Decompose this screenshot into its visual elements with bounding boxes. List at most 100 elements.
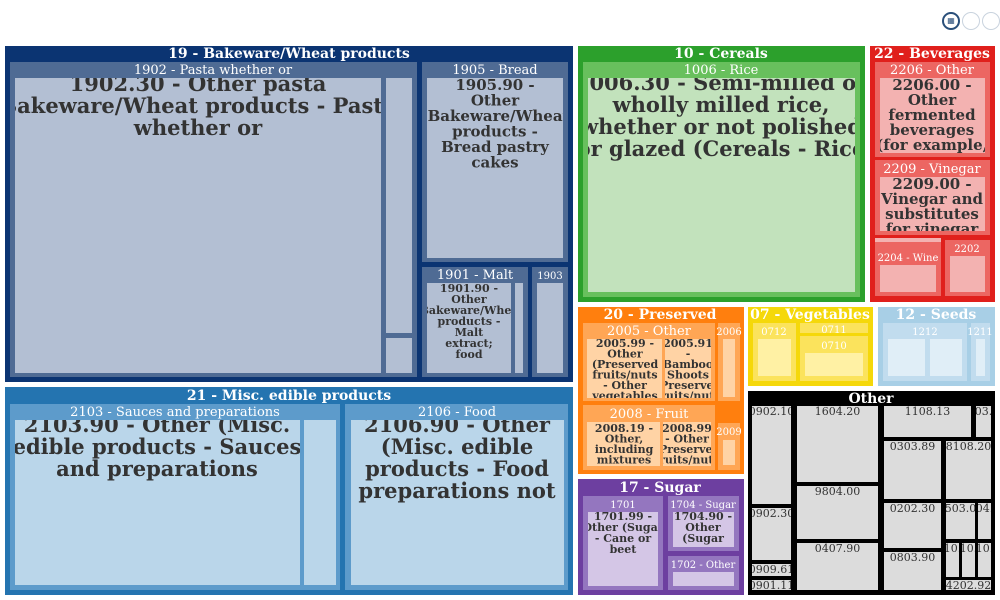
leaf-tile-0710[interactable] xyxy=(805,353,863,376)
leaf-tile-other[interactable] xyxy=(978,543,991,577)
leaf-label: 2005.91 xyxy=(663,337,713,350)
leaf-label: 2008.19 - xyxy=(595,422,653,435)
leaf-tile-other[interactable] xyxy=(946,580,991,590)
leaf-tile-1902-30[interactable] xyxy=(15,78,381,373)
leaf-tile-2103-90[interactable] xyxy=(15,420,300,585)
leaf-tile-2005-99[interactable] xyxy=(587,339,662,398)
leaf-tile-other[interactable] xyxy=(752,508,791,560)
leaf-label: 2005.99 - xyxy=(596,337,654,350)
leaf-label: - Other xyxy=(603,379,647,392)
leaf-label: mixtures xyxy=(597,454,651,467)
leaf-tile-other[interactable] xyxy=(797,486,878,539)
leaf-tile-2008-19[interactable] xyxy=(587,422,660,466)
leaf-tile-other[interactable] xyxy=(884,552,941,590)
leaf-label: 0503.00 xyxy=(938,502,984,515)
leaf-label: 0910.11 xyxy=(930,542,976,555)
leaf-tile-0712[interactable] xyxy=(758,339,791,376)
leaf-tile-1701-99[interactable] xyxy=(588,512,658,586)
leaf-label: products - Food xyxy=(365,456,549,481)
leaf-tile-1212-b[interactable] xyxy=(930,339,962,376)
leaf-tile-other[interactable] xyxy=(884,503,941,548)
chart-toolbar: ▦ xyxy=(942,12,1000,30)
leaf-tile-1901-b[interactable] xyxy=(515,283,523,373)
leaf-tile-2206-00[interactable] xyxy=(880,78,985,153)
leaf-tile-other[interactable] xyxy=(946,441,991,499)
leaf-tile-2204[interactable] xyxy=(880,265,936,292)
leaf-tile-2009[interactable] xyxy=(723,440,735,465)
leaf-label: 1604.20 xyxy=(815,405,861,418)
leaf-tile-2106-90[interactable] xyxy=(351,420,564,585)
leaf-label: 1701.99 - xyxy=(594,510,652,523)
leaf-label: (Bakeware/Wheat xyxy=(421,107,570,125)
leaf-tile-other[interactable] xyxy=(962,543,975,577)
leaf-label: Malt xyxy=(455,326,484,339)
leaf-label: 9804.00 xyxy=(815,485,861,498)
leaf-tile-other[interactable] xyxy=(976,406,991,437)
leaf-tile-other[interactable] xyxy=(752,564,791,576)
leaf-tile-other[interactable] xyxy=(884,406,971,437)
leaf-tile-2005-91[interactable] xyxy=(665,339,711,398)
leaf-tile-1901-90[interactable] xyxy=(427,283,511,373)
leaf-label: 2209.00 - xyxy=(892,175,971,193)
subgroup-label: 1212 xyxy=(912,327,937,338)
leaf-label: 2008.99 xyxy=(662,422,712,435)
leaf-label: 0910.91 xyxy=(962,542,1000,555)
subgroup-label: 2005 - Other xyxy=(607,324,692,339)
leaf-tile-2008-99[interactable] xyxy=(663,422,711,466)
leaf-label: Other xyxy=(451,293,487,306)
leaf-label: Vinegar and xyxy=(880,190,983,208)
subgroup-tile-0711[interactable] xyxy=(800,323,868,333)
leaf-tile-2006[interactable] xyxy=(723,339,735,397)
leaf-label: 0910.12 xyxy=(946,542,992,555)
subgroup-label: 2103 - Sauces and preparations xyxy=(70,405,280,420)
leaf-tile-other[interactable] xyxy=(752,580,791,590)
leaf-tile-2103-b[interactable] xyxy=(304,420,336,585)
leaf-label: 8108.20 xyxy=(946,440,992,453)
group-label: 19 - Bakeware/Wheat products xyxy=(168,46,410,62)
subgroup-label: 2202 xyxy=(954,244,979,255)
leaf-label: (Preserved xyxy=(654,443,721,456)
leaf-label: vegetables xyxy=(591,390,657,403)
leaf-label: 2206.00 - xyxy=(892,76,971,94)
leaf-tile-1903[interactable] xyxy=(537,283,563,373)
leaf-label: (Misc. edible xyxy=(381,434,533,459)
leaf-label: (Preserved xyxy=(655,379,722,392)
leaf-tile-2202[interactable] xyxy=(950,256,985,292)
leaf-label: 1902.30 - Other pasta xyxy=(70,71,327,96)
leaf-label: (Sugar xyxy=(682,532,724,545)
leaf-label: fermented xyxy=(888,106,976,124)
leaf-label: and preparations xyxy=(56,456,258,481)
leaf-tile-other[interactable] xyxy=(946,503,975,539)
leaf-tile-other[interactable] xyxy=(978,503,991,539)
leaf-label: 0303.89 xyxy=(890,440,936,453)
leaf-tile-1702[interactable] xyxy=(673,572,734,586)
leaf-label: 0902.10 xyxy=(749,405,795,418)
leaf-tile-1211[interactable] xyxy=(976,339,985,376)
subgroup-label: 1905 - Bread xyxy=(452,63,537,78)
leaf-tile-other[interactable] xyxy=(884,441,941,499)
leaf-tile-1905-90[interactable] xyxy=(427,78,563,258)
leaf-label: Shoots xyxy=(667,369,709,382)
leaf-tile-other[interactable] xyxy=(797,406,878,482)
leaf-label: whether or xyxy=(133,115,263,140)
leaf-label: substitutes xyxy=(885,205,979,223)
leaf-tile-1902-a[interactable] xyxy=(386,78,412,333)
toolbar-button-2[interactable] xyxy=(962,12,980,30)
leaf-tile-1902-b[interactable] xyxy=(386,338,412,373)
leaf-label: 1901.90 - xyxy=(440,282,498,295)
leaf-label: - Cane or xyxy=(595,532,651,545)
leaf-label: edible products - Sauces xyxy=(13,434,302,459)
leaf-tile-2204-b[interactable] xyxy=(875,238,941,242)
leaf-tile-2209-00[interactable] xyxy=(880,177,985,231)
leaf-tile-1006-30[interactable] xyxy=(588,78,855,292)
leaf-tile-1212-a[interactable] xyxy=(888,339,925,376)
toolbar-button-grid[interactable]: ▦ xyxy=(942,12,960,30)
leaf-label: - xyxy=(686,348,691,361)
leaf-tile-1704-90[interactable] xyxy=(673,512,734,547)
leaf-label: - Other xyxy=(665,433,709,446)
leaf-label: Bakeware/Wheat products - Pasta xyxy=(0,93,397,118)
leaf-tile-other[interactable] xyxy=(797,543,878,590)
subgroup-label: 2209 - Vinegar xyxy=(883,162,981,177)
leaf-tile-other[interactable] xyxy=(946,543,959,577)
leaf-tile-other[interactable] xyxy=(752,406,791,504)
